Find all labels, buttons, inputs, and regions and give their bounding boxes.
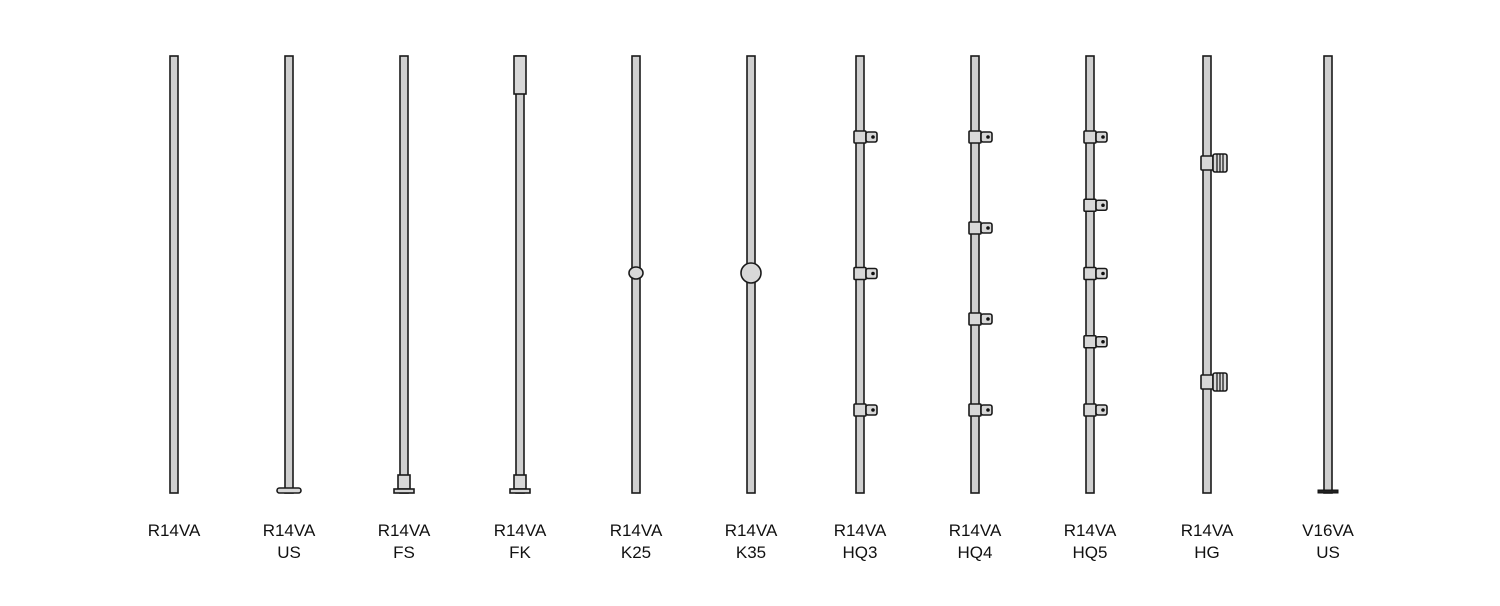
glass-holder xyxy=(1200,153,1228,173)
post-label-line-1: R14VA xyxy=(610,521,663,540)
post-label-line-2: K35 xyxy=(736,543,766,562)
ball-knob xyxy=(740,262,762,284)
post-6: R14VA K35 xyxy=(725,55,778,562)
post-8: R14VA HQ4 xyxy=(949,55,1002,562)
cable-clamp xyxy=(968,312,993,326)
post-label-line-1: R14VA xyxy=(1181,521,1234,540)
post-label-line-1: R14VA xyxy=(263,521,316,540)
cable-clamp xyxy=(1083,198,1108,213)
post-label-line-2: US xyxy=(1316,543,1340,562)
base-foot xyxy=(393,488,415,494)
cable-clamp xyxy=(968,403,993,417)
post-label-line-1: R14VA xyxy=(949,521,1002,540)
post-3: R14VA FS xyxy=(378,55,431,562)
base-sleeve xyxy=(397,474,411,490)
glass-holder xyxy=(1200,372,1228,392)
post-9: R14VA HQ5 xyxy=(1064,55,1117,562)
base-plate xyxy=(276,487,302,494)
post-label-line-2: HQ3 xyxy=(843,543,878,562)
post-label-line-2: FS xyxy=(393,543,415,562)
cable-clamp xyxy=(1083,130,1108,144)
post-tube xyxy=(169,55,179,494)
cable-clamp xyxy=(853,130,878,144)
post-label-line-1: R14VA xyxy=(834,521,887,540)
post-label-line-1: V16VA xyxy=(1302,521,1354,540)
post-label-line-2: HQ4 xyxy=(958,543,993,562)
post-label-line-1: R14VA xyxy=(1064,521,1117,540)
post-tube xyxy=(970,55,980,494)
post-tube xyxy=(1202,55,1212,494)
post-label-line-2: HG xyxy=(1194,543,1220,562)
cable-clamp xyxy=(1083,266,1108,281)
post-1: R14VA xyxy=(148,55,201,540)
base-foot xyxy=(509,488,531,494)
post-tube xyxy=(515,55,525,494)
post-label-line-2: HQ5 xyxy=(1073,543,1108,562)
post-11: V16VA US xyxy=(1302,55,1354,562)
post-4: R14VA FK xyxy=(494,55,547,562)
post-label-line-2: K25 xyxy=(621,543,651,562)
ball-knob xyxy=(628,266,644,280)
post-7: R14VA HQ3 xyxy=(834,55,887,562)
post-5: R14VA K25 xyxy=(610,55,663,562)
cable-clamp xyxy=(1083,334,1108,349)
cable-clamp xyxy=(1083,403,1108,417)
post-2: R14VA US xyxy=(263,55,316,562)
post-label-line-2: US xyxy=(277,543,301,562)
base-sleeve xyxy=(513,474,527,490)
base-plate xyxy=(1317,489,1339,494)
top-cap xyxy=(513,55,527,95)
post-label-line-1: R14VA xyxy=(378,521,431,540)
post-10: R14VA HG xyxy=(1181,55,1234,562)
post-label-line-1: R14VA xyxy=(725,521,778,540)
post-tube xyxy=(1323,55,1333,494)
cable-clamp xyxy=(853,266,878,281)
post-label-line-1: R14VA xyxy=(148,521,201,540)
cable-clamp xyxy=(968,130,993,144)
post-tube xyxy=(399,55,409,494)
post-label-line-2: FK xyxy=(509,543,531,562)
cable-clamp xyxy=(968,221,993,235)
post-label-line-1: R14VA xyxy=(494,521,547,540)
post-tube xyxy=(284,55,294,494)
cable-clamp xyxy=(853,403,878,417)
